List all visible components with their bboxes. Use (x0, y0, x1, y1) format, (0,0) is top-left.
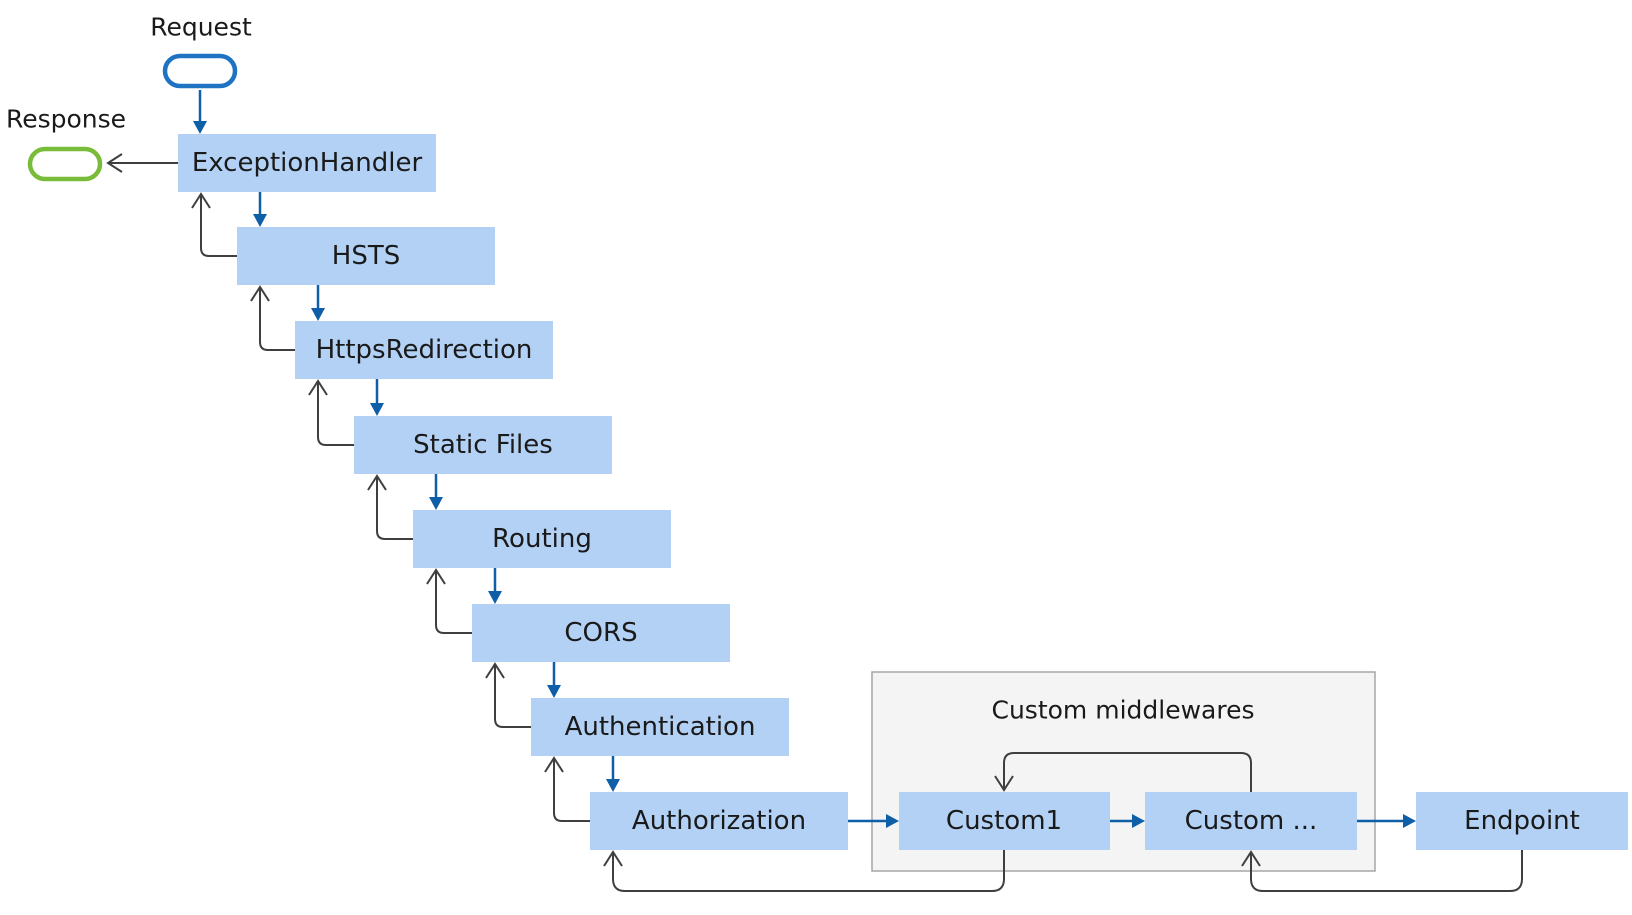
forward-arrow-4-head (488, 591, 502, 604)
custom-nodes: Custom1 Custom ... (899, 792, 1357, 850)
node-exceptionhandler: ExceptionHandler (178, 134, 436, 192)
node-authorization: Authorization (590, 792, 848, 850)
forward-arrow-2-head (370, 403, 384, 416)
custom-more-to-endpoint-arrow-head (1403, 814, 1416, 828)
node-httpsredirection: HttpsRedirection (295, 321, 553, 379)
connectors (106, 90, 1523, 892)
custom1-to-authorization-return-line (612, 850, 1005, 892)
response-terminal-shape (27, 146, 103, 182)
node-label: Static Files (413, 430, 553, 460)
return-arrow-4-line (435, 570, 472, 634)
forward-arrow-1-head (311, 308, 325, 321)
return-arrow-2-line (317, 381, 354, 446)
node-custom-more: Custom ... (1145, 792, 1357, 850)
request-to-exceptionhandler-arrow-head (193, 121, 207, 134)
node-static-files: Static Files (354, 416, 612, 474)
forward-arrow-3-head (429, 497, 443, 510)
return-arrow-5-head (485, 662, 505, 679)
custom-middlewares-title: Custom middlewares (992, 696, 1255, 725)
custom-more-to-custom1-return-line (1003, 752, 1252, 792)
custom1-to-custom-more-arrow-head (1132, 814, 1145, 828)
return-arrow-1-line (259, 287, 295, 351)
node-label: CORS (564, 618, 637, 648)
exceptionhandler-to-response-head (106, 153, 123, 173)
node-cors: CORS (472, 604, 730, 662)
node-label: HttpsRedirection (316, 335, 533, 365)
node-custom1: Custom1 (899, 792, 1110, 850)
node-label: Custom ... (1185, 806, 1318, 836)
return-arrow-4-head (426, 568, 446, 585)
request-label: Request (150, 13, 252, 42)
return-arrow-5-line (494, 664, 531, 728)
node-label: Authorization (632, 806, 806, 836)
return-arrow-1-head (250, 285, 270, 302)
custom-more-to-custom1-return-head (994, 775, 1014, 792)
node-label: ExceptionHandler (192, 148, 423, 178)
return-arrow-3-head (367, 474, 387, 491)
node-label: Custom1 (946, 806, 1062, 836)
authorization-to-custom1-arrow-head (886, 814, 899, 828)
forward-arrow-5-head (547, 685, 561, 698)
return-arrow-6-head (544, 756, 564, 773)
return-arrow-6-line (553, 758, 590, 822)
node-label: Endpoint (1464, 806, 1580, 836)
node-routing: Routing (413, 510, 671, 568)
request-terminal: Request (150, 13, 252, 89)
pipeline-nodes: ExceptionHandler HSTS HttpsRedirection S… (178, 134, 848, 850)
node-label: HSTS (332, 241, 400, 271)
return-arrow-0-head (191, 192, 211, 209)
forward-arrow-0-head (253, 214, 267, 227)
endpoint-to-custom-more-return-line (1250, 850, 1523, 892)
return-arrow-0-line (200, 194, 237, 257)
node-authentication: Authentication (531, 698, 789, 756)
return-arrow-3-line (376, 476, 413, 540)
response-terminal: Response (6, 105, 126, 182)
return-arrow-2-head (308, 379, 328, 396)
request-terminal-shape (162, 53, 238, 89)
endpoint-to-custom-more-return-head (1241, 850, 1261, 867)
node-endpoint: Endpoint (1416, 792, 1628, 850)
response-label: Response (6, 105, 126, 134)
node-label: Routing (492, 524, 592, 554)
forward-arrow-6-head (606, 779, 620, 792)
node-hsts: HSTS (237, 227, 495, 285)
custom1-to-authorization-return-head (603, 850, 623, 867)
node-label: Authentication (565, 712, 756, 742)
